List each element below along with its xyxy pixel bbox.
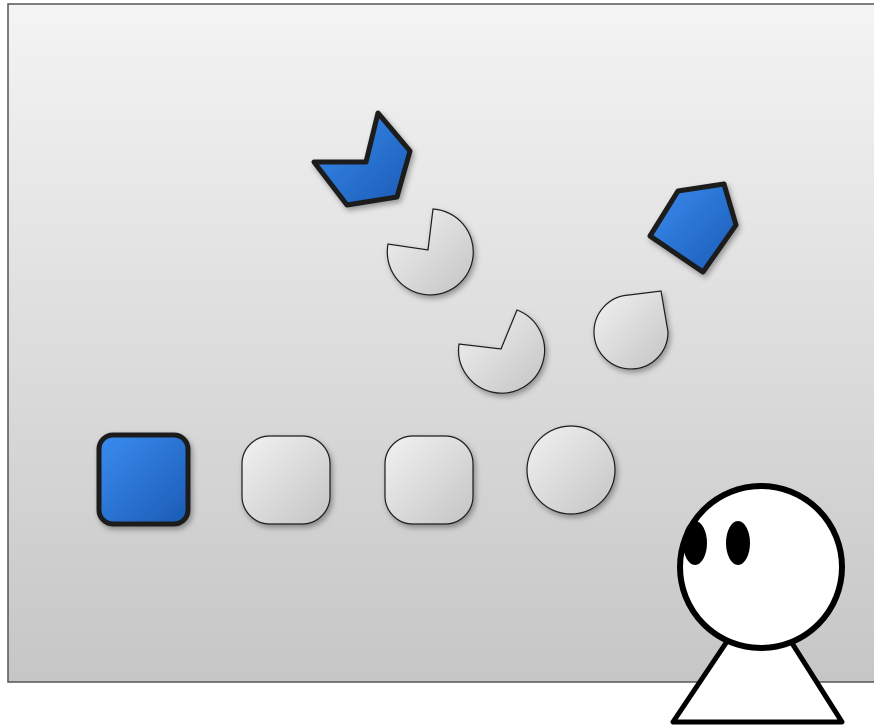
figure-head — [680, 486, 842, 648]
gray-rounded-square — [385, 436, 473, 524]
blue-rounded-square — [99, 435, 188, 524]
gray-circle — [527, 426, 615, 514]
figure-left-eye — [683, 521, 707, 565]
figure-right-eye — [726, 521, 750, 565]
observer-figure — [673, 486, 842, 722]
gray-rounded-square — [242, 436, 330, 524]
